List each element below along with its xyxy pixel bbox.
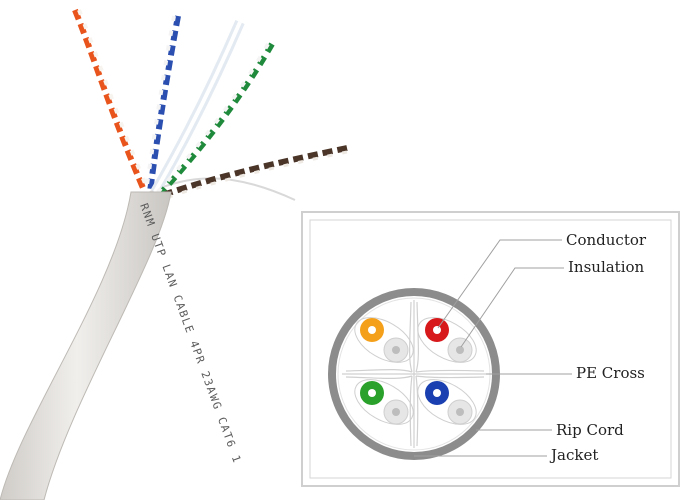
label-pe-cross: PE Cross (576, 364, 645, 382)
brown-twisted-pair (159, 145, 348, 202)
label-conductor: Conductor (566, 231, 647, 249)
label-jacket: Jacket (549, 446, 598, 464)
green-conductor-pair (360, 381, 409, 425)
insulation-leader (460, 267, 564, 348)
red-conductor-pair (425, 318, 473, 363)
pe-cross (342, 300, 486, 448)
blue-twisted-pair (144, 15, 181, 193)
blue-conductor-pair (425, 381, 473, 425)
label-rip-cord: Rip Cord (556, 421, 624, 439)
orange-twisted-pair (72, 8, 149, 190)
jacket-print-text: RNM UTP LAN CABLE 4PR 23AWG CAT6 1 (137, 202, 244, 466)
cross-section-panel: Conductor Insulation PE Cross Rip Cord J… (301, 211, 680, 487)
orange-conductor-pair (360, 318, 409, 363)
green-twisted-pair (154, 42, 275, 197)
cable-illustration: RNM UTP LAN CABLE 4PR 23AWG CAT6 1 (0, 8, 348, 500)
cable-jacket (0, 191, 172, 500)
label-insulation: Insulation (568, 258, 645, 276)
conductor-leader (437, 239, 562, 329)
